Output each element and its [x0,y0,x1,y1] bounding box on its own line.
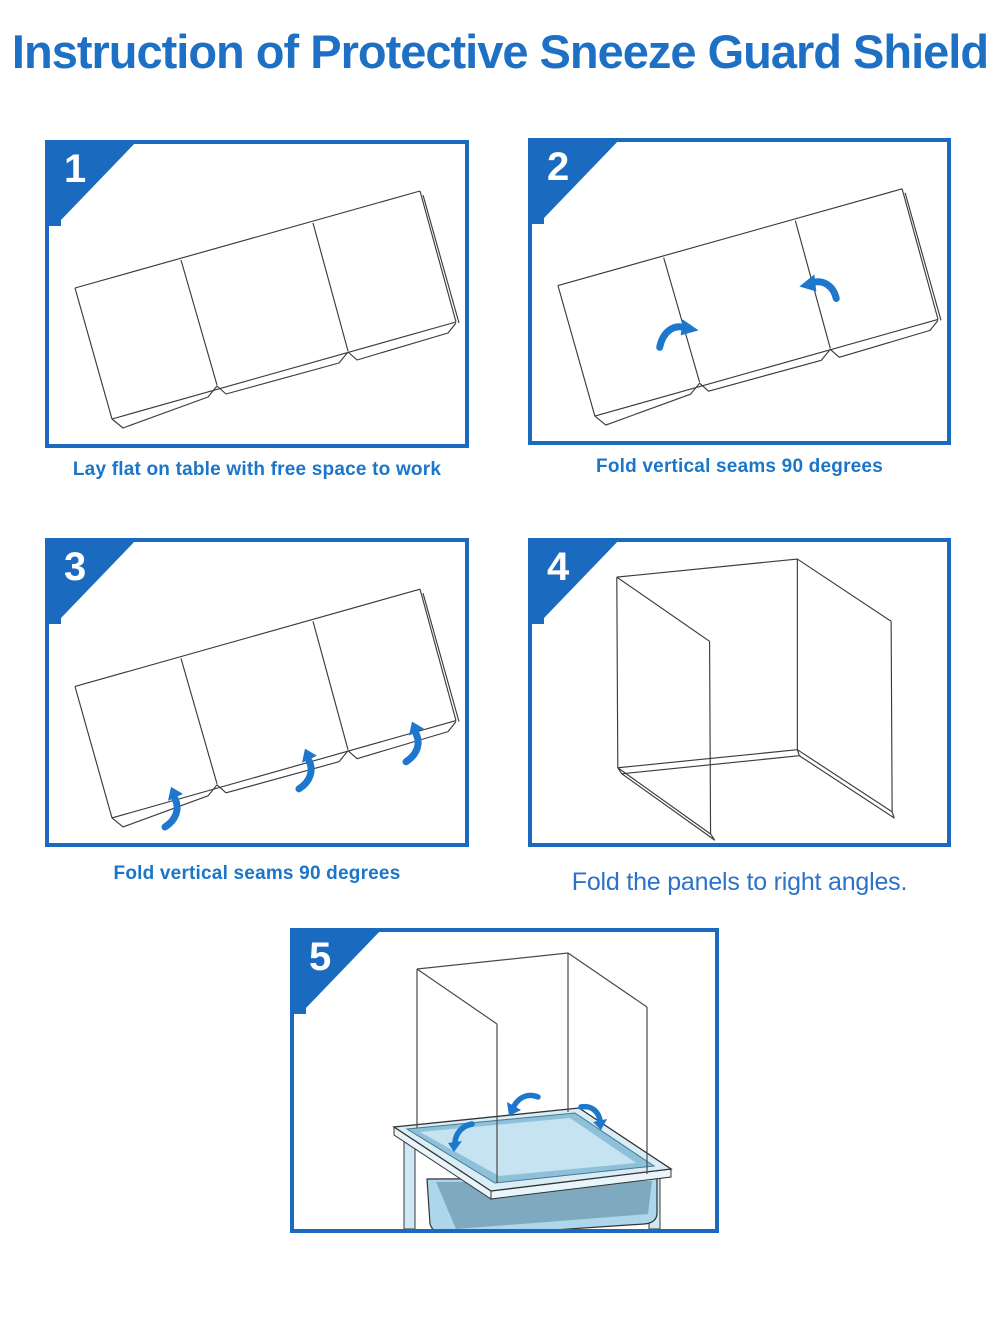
step-2-panel: 2 [528,138,951,445]
step-number: 1 [64,147,87,191]
shield-on-desk-drawing [392,952,673,1229]
step-number: 3 [64,545,87,589]
step-number-badge [290,928,383,1014]
step-5-panel: 5 [290,928,719,1233]
step-2-caption: Fold vertical seams 90 degrees [596,456,883,477]
step-number-badge [528,138,621,224]
fold-arrow-icon [161,786,183,831]
step-1-caption: Lay flat on table with free space to wor… [72,459,442,480]
fold-arrow-icon [402,721,424,766]
step-number: 2 [547,145,570,189]
flat-sheet-drawing [557,188,942,426]
flat-sheet-drawing [74,190,460,429]
page-title: Instruction of Protective Sneeze Guard S… [11,25,989,78]
step-4-panel: 4 [528,538,951,847]
shield-outline [416,952,648,1183]
step-3-panel: 3 [45,538,469,847]
fold-arrow-icon [448,1121,475,1152]
fold-arrow-icon [799,274,840,302]
step-number-badge [45,538,138,624]
step-4-caption: Fold the panels to right angles. [571,868,908,896]
step-3-caption: Fold vertical seams 90 degrees [113,863,401,884]
step-1-panel: 1 [45,140,469,448]
flat-sheet-drawing [74,588,460,831]
step-number-badge [528,538,621,624]
fold-arrow-icon [507,1092,541,1116]
fold-arrow-icon [295,748,317,793]
step-number: 4 [547,545,570,589]
desk-tray-floor [420,1118,636,1176]
fold-arrow-icon [578,1103,607,1130]
fold-arrow-icon [656,319,699,351]
step-number: 5 [309,935,332,979]
folded-shield-drawing [616,558,895,841]
step-number-badge [45,140,138,226]
